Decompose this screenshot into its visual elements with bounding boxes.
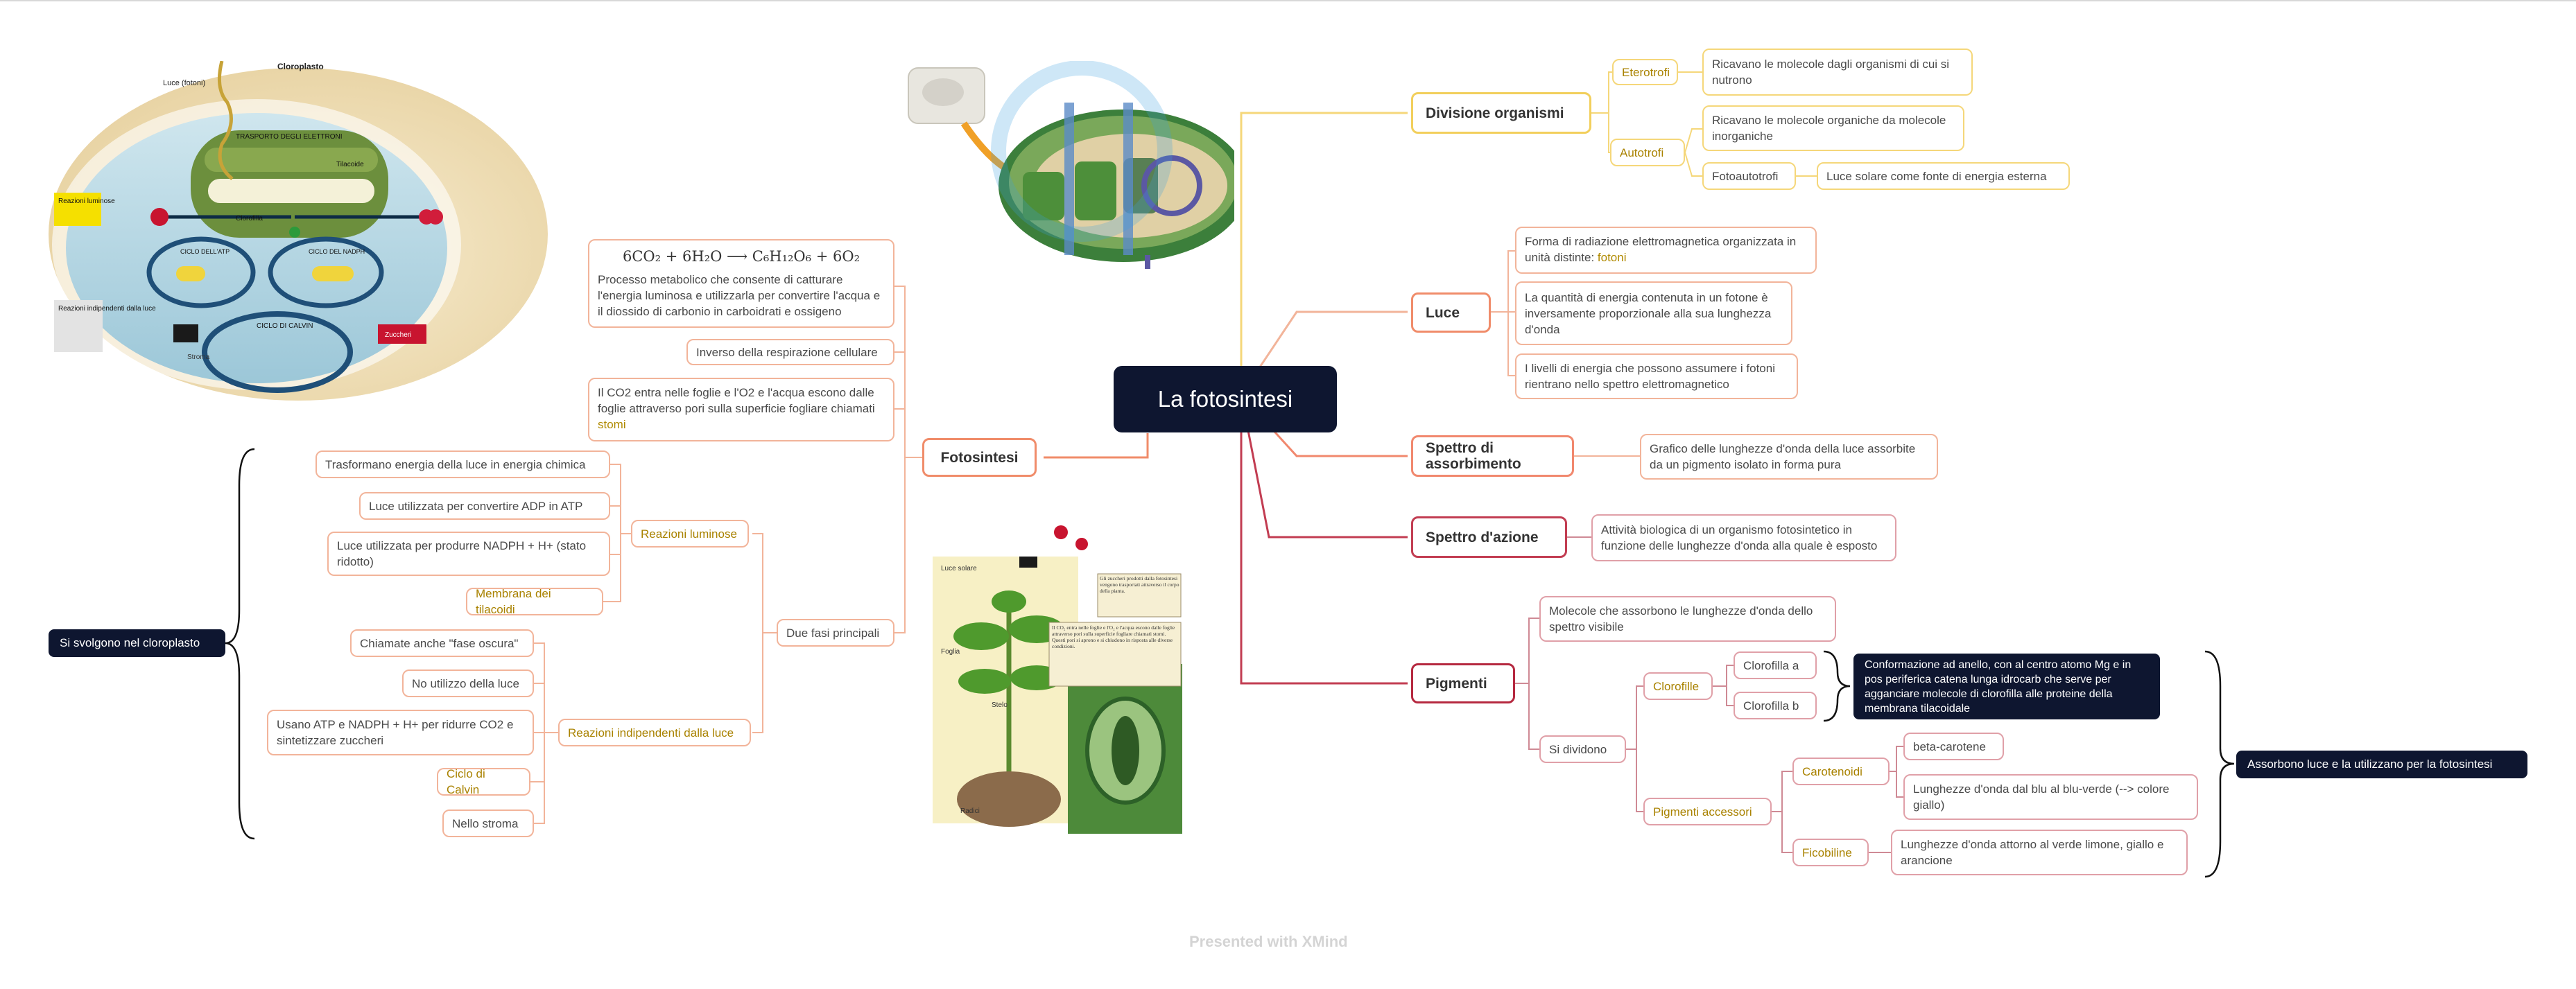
node-clorofilla-b[interactable]: Clorofilla b — [1734, 692, 1817, 719]
node-pigmenti-accessori[interactable]: Pigmenti accessori — [1643, 798, 1772, 825]
node-carotenoidi-desc[interactable]: Lunghezze d'onda dal blu al blu-verde (-… — [1903, 774, 2198, 820]
node-inverso-respirazione[interactable]: Inverso della respirazione cellulare — [686, 339, 894, 365]
formula-text: 6CO₂ + 6H₂O ⟶ C₆H₁₂O₆ + 6O₂ — [623, 248, 860, 265]
summary-cloroplasto[interactable]: Si svolgono nel cloroplasto — [49, 629, 225, 657]
topic-pigmenti[interactable]: Pigmenti — [1411, 663, 1515, 703]
node-rl-item-1[interactable]: Trasformano energia della luce in energi… — [315, 450, 610, 478]
node-spettro-ass-desc[interactable]: Grafico delle lunghezze d'onda della luc… — [1640, 434, 1938, 480]
node-membrana-tilacoidi[interactable]: Membrana dei tilacoidi — [466, 587, 603, 616]
node-eterotrofi[interactable]: Eterotrofi — [1612, 59, 1678, 85]
svg-text:Tilacoide: Tilacoide — [336, 161, 364, 168]
svg-text:Luce solare: Luce solare — [941, 565, 977, 572]
topic-fotosintesi[interactable]: Fotosintesi — [922, 438, 1037, 477]
node-fotoautotrofi[interactable]: Fotoautotrofi — [1702, 162, 1796, 190]
node-due-fasi[interactable]: Due fasi principali — [777, 619, 894, 647]
svg-text:Clorofilla: Clorofilla — [236, 215, 263, 222]
watermark-logo — [991, 61, 1173, 242]
svg-text:CICLO DELL'ATP: CICLO DELL'ATP — [180, 248, 230, 255]
svg-text:CICLO DI CALVIN: CICLO DI CALVIN — [257, 322, 313, 330]
node-ri-item-2[interactable]: No utilizzo della luce — [402, 669, 534, 697]
node-luce-livelli[interactable]: I livelli di energia che possono assumer… — [1515, 353, 1798, 399]
topic-spettro-assorbimento[interactable]: Spettro di assorbimento — [1411, 435, 1574, 477]
node-autotrofi[interactable]: Autotrofi — [1610, 139, 1685, 166]
node-luce-fotoni[interactable]: Forma di radiazione elettromagnetica org… — [1515, 227, 1817, 274]
top-border — [0, 0, 2576, 1]
link-pigmenti — [1240, 395, 1408, 685]
node-nello-stroma[interactable]: Nello stroma — [442, 809, 534, 837]
processo-text: Processo metabolico che consente di catt… — [598, 273, 881, 318]
node-ciclo-calvin[interactable]: Ciclo di Calvin — [437, 767, 530, 796]
footer-presented-with: Presented with XMind — [1189, 933, 1348, 950]
node-reazioni-indipendenti[interactable]: Reazioni indipendenti dalla luce — [558, 719, 751, 746]
chloroplast-title: Cloroplasto — [277, 62, 324, 71]
node-fotoautotrofi-desc[interactable]: Luce solare come fonte di energia estern… — [1817, 162, 2070, 190]
svg-text:Zuccheri: Zuccheri — [385, 331, 411, 339]
node-ri-item-1[interactable]: Chiamate anche "fase oscura" — [350, 629, 534, 657]
node-ficobiline-desc[interactable]: Lunghezze d'onda attorno al verde limone… — [1891, 830, 2188, 875]
node-rl-item-3[interactable]: Luce utilizzata per produrre NADPH + H+ … — [327, 532, 610, 576]
topic-luce[interactable]: Luce — [1411, 292, 1491, 333]
node-luce-energia[interactable]: La quantità di energia contenuta in un f… — [1515, 281, 1792, 345]
link-divisione — [1240, 112, 1408, 395]
svg-text:Radici: Radici — [960, 807, 980, 815]
central-topic[interactable]: La fotosintesi — [1114, 366, 1337, 432]
node-spettro-az-desc[interactable]: Attività biologica di un organismo fotos… — [1591, 514, 1896, 561]
summary-pigmenti[interactable]: Assorbono luce e la utilizzano per la fo… — [2236, 751, 2527, 778]
svg-text:Reazioni luminose: Reazioni luminose — [58, 198, 115, 205]
link-fotosintesi — [1044, 433, 1149, 459]
node-rl-item-2[interactable]: Luce utilizzata per convertire ADP in AT… — [359, 492, 610, 520]
link-spettro-az — [1240, 394, 1408, 539]
svg-text:Foglia: Foglia — [941, 648, 960, 656]
chloroplast-3d-illustration — [908, 61, 1234, 269]
node-ficobiline[interactable]: Ficobiline — [1792, 839, 1869, 866]
node-autotrofi-desc[interactable]: Ricavano le molecole organiche da moleco… — [1702, 105, 1964, 151]
plant-illustration: Gli zuccheri prodotti dalla fotosintesi … — [933, 525, 1182, 834]
keyword-fotoni: fotoni — [1597, 251, 1627, 264]
node-eterotrofi-desc[interactable]: Ricavano le molecole dagli organismi di … — [1702, 49, 1973, 96]
node-pigmenti-desc[interactable]: Molecole che assorbono le lunghezze d'on… — [1539, 596, 1836, 642]
brace-left — [225, 448, 255, 840]
node-reazioni-luminose[interactable]: Reazioni luminose — [631, 520, 749, 548]
node-clorofille[interactable]: Clorofille — [1643, 672, 1713, 700]
svg-text:Stelo: Stelo — [992, 701, 1008, 709]
node-processo-metabolico[interactable]: 6CO₂ + 6H₂O ⟶ C₆H₁₂O₆ + 6O₂ Processo met… — [588, 239, 894, 328]
svg-text:TRASPORTO DEGLI ELETTRONI: TRASPORTO DEGLI ELETTRONI — [236, 133, 343, 141]
svg-text:Luce (fotoni): Luce (fotoni) — [163, 79, 205, 87]
topic-divisione-organismi[interactable]: Divisione organismi — [1411, 92, 1591, 134]
svg-text:Stroma: Stroma — [187, 353, 210, 361]
svg-text:CICLO DEL NADPH: CICLO DEL NADPH — [309, 248, 365, 255]
node-clorofilla-a[interactable]: Clorofilla a — [1734, 651, 1817, 679]
keyword-stomi: stomi — [598, 418, 626, 431]
node-stomi[interactable]: Il CO2 entra nelle foglie e l'O2 e l'acq… — [588, 378, 894, 441]
topic-spettro-azione[interactable]: Spettro d'azione — [1411, 516, 1567, 558]
node-carotenoidi[interactable]: Carotenoidi — [1792, 758, 1890, 785]
brace-clorofille — [1823, 650, 1851, 722]
summary-clorofille[interactable]: Conformazione ad anello, con al centro a… — [1853, 654, 2160, 719]
node-beta-carotene[interactable]: beta-carotene — [1903, 733, 2004, 760]
node-ri-item-3[interactable]: Usano ATP e NADPH + H+ per ridurre CO2 e… — [267, 710, 534, 755]
brace-pigmenti — [2204, 650, 2235, 878]
svg-text:Reazioni indipendenti dalla lu: Reazioni indipendenti dalla luce — [58, 305, 156, 313]
chloroplast-illustration: Cloroplasto Luce (fotoni) TRASPORTO DEGL… — [49, 61, 548, 401]
node-si-dividono[interactable]: Si dividono — [1539, 735, 1626, 763]
